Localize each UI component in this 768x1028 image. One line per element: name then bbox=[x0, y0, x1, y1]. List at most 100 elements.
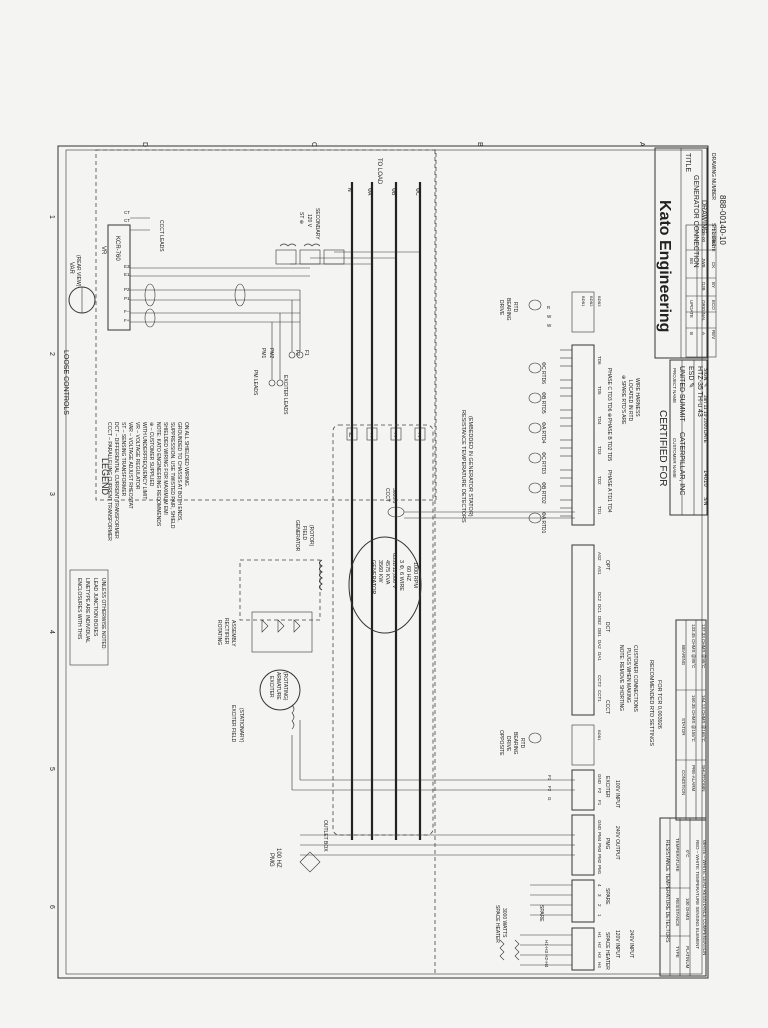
project-model: HTZ-35 TH-u 43 bbox=[696, 366, 703, 417]
zone-number-3: 3 bbox=[48, 492, 55, 496]
ct-terminal-boxes: CCT1 CCT2 CCCT DA1 DA2 DB1 DB2 DC1 DC2 D… bbox=[571, 544, 638, 716]
heater-element-1 bbox=[499, 939, 505, 961]
to-load-label: TO LOAD bbox=[376, 158, 382, 185]
vr-label: VR bbox=[100, 246, 106, 255]
wire-color-w2: W bbox=[547, 323, 552, 328]
gen-line-6: 60 HZ bbox=[405, 566, 411, 582]
spare-wire-label: SPARE bbox=[538, 905, 544, 922]
vr-term-ct2: CT bbox=[124, 210, 130, 215]
controls-area: LOOSE CONTROLS VAR (REAR VIEW) VR KCR-76… bbox=[62, 149, 437, 501]
h3: H3 bbox=[597, 952, 602, 958]
rev-col-eco: ECO bbox=[711, 300, 716, 310]
lead-phase-c: ΦC bbox=[414, 188, 420, 196]
rtd-type-table: RESISTANCE TEMPERATURE DETECTORS TYPE RE… bbox=[659, 817, 707, 977]
drive-bearing-line-3: RTD bbox=[512, 302, 518, 313]
bdb1-bottom: BDB1 bbox=[597, 730, 602, 741]
legend-item-9: SUPPRESSION. USE TWISTED PAIR, SHIELD bbox=[169, 422, 175, 529]
h1: H1 bbox=[597, 932, 602, 938]
pmg-icon bbox=[299, 851, 321, 873]
terminal-n: N bbox=[349, 433, 353, 439]
da2: DA2 bbox=[597, 640, 602, 649]
rtd-table-heading: RESISTANCE TEMPERATURE DETECTORS bbox=[664, 840, 670, 943]
zone-number-2: 2 bbox=[48, 352, 55, 356]
zone-letter-d: D bbox=[141, 142, 148, 147]
cct2: CCT2 bbox=[597, 675, 602, 687]
wire-color-markers: R W W bbox=[547, 305, 552, 328]
space-heater: SPACE HEATER 3000 WATTS H1-H3 H2-H4 bbox=[494, 905, 572, 968]
ccct-box-label: CCCT bbox=[604, 700, 610, 714]
vr-block bbox=[107, 224, 131, 331]
pmg-box-label: PMG bbox=[604, 838, 610, 850]
rev-col-date: DATE bbox=[711, 240, 716, 252]
generator-terminals: N 1 3 2 bbox=[346, 427, 426, 441]
exciter-pmg-boxes: GND F2 F1 EXCITER 100V INPUT F1 F2 G GND… bbox=[547, 769, 620, 876]
opposite-bearing-rtd: OPPOSITE DRIVE BEARING RTD BDB1 bbox=[498, 724, 602, 766]
spare-4: 4 bbox=[597, 884, 602, 887]
sn-label: S/N bbox=[702, 497, 708, 506]
bdb3-top: BDB3 bbox=[597, 296, 602, 307]
rev-col-rev: REV bbox=[711, 330, 716, 339]
heater-leads: H1-H3 H2-H4 bbox=[544, 940, 549, 968]
rtd-table-col-temperature: TEMPERATURE bbox=[675, 838, 680, 872]
gen-field-line-3: (ROTOR) bbox=[308, 525, 314, 547]
space-heater-line-2: 3000 WATTS bbox=[501, 908, 507, 938]
rtd-col-stator: STATOR bbox=[681, 718, 686, 736]
current-transformers: CCCT 3600:5 bbox=[384, 488, 575, 519]
vr-terminals: F+ F– P1 P2 E1 E3 CT CT bbox=[124, 210, 130, 323]
vr-model: KCR-760 bbox=[114, 236, 120, 261]
rtd-settings-sub: FOR TCR 0,003926 bbox=[656, 680, 662, 729]
pm-leads-label: PM LEADS bbox=[252, 370, 258, 396]
outlet-box-label: OUTLET BOX bbox=[322, 820, 328, 852]
opp-bearing-line-4: RTD bbox=[519, 738, 525, 749]
generator: GENERATOR 3560 KW 4575 KVA 6351/11,000 V… bbox=[348, 536, 422, 634]
spare-heater-boxes: 4 3 2 1 SPARE SPARE H1 H2 H3 H4 SPACE HE… bbox=[530, 879, 634, 971]
pm4: PM4 bbox=[597, 832, 602, 842]
lead-phase-b: ΦB bbox=[390, 188, 396, 196]
rev-date-a: 2-28-00 bbox=[711, 229, 716, 245]
ct-ccct-label: CCCT bbox=[384, 488, 390, 502]
spare-note-2: WIRE HARNESS bbox=[634, 378, 640, 417]
terminal-1: 1 bbox=[370, 433, 374, 439]
gen-line-5: 3 Φ, 6 WIRE bbox=[398, 560, 404, 591]
legend-item-1: DCT – DIFFERENTIAL CURRENT TRANSFORMER bbox=[113, 422, 119, 539]
loose-controls-boundary bbox=[95, 149, 437, 501]
customer-name: CATERPILLAR, INC bbox=[678, 432, 685, 495]
date-label: DATE bbox=[702, 430, 708, 444]
sheet-info: SH 1 OF 1 bbox=[710, 223, 716, 247]
rev-letter-a: A bbox=[701, 332, 706, 335]
loose-controls-label: LOOSE CONTROLS bbox=[62, 350, 69, 415]
rev-ck-a: JWB bbox=[701, 258, 706, 268]
drive-bearing-line-2: BEARING bbox=[505, 298, 511, 321]
project-name-2: ESD ✎ bbox=[687, 366, 694, 388]
rtd-sensors: ΦC RTD6 ΦB RTD5 ΦA RTD4 ΦC RTD3 ΦB RTD2 … bbox=[528, 362, 546, 534]
drawing-number-label: DRAWING NUMBER bbox=[710, 153, 716, 200]
zone-letter-b: B bbox=[476, 142, 483, 147]
dct-box-label: DCT bbox=[604, 622, 610, 632]
spare-note-1: LOCATED IN RTD bbox=[627, 380, 633, 422]
drawing-number: 888-00140-10 bbox=[718, 195, 727, 245]
certified-block: CERTIFIED FOR CUSTOMER NAME CATERPILLAR,… bbox=[657, 359, 708, 516]
vr-term-f-plus: F+ bbox=[124, 318, 130, 323]
spare-2: 2 bbox=[597, 904, 602, 907]
ct-ratio-label: 3600:5 bbox=[391, 488, 397, 504]
spare-note-0: ⊕ SPARE RTD'S ARE bbox=[620, 375, 626, 425]
rtd-settings-heading: RECOMMENDED RTD SETTINGS bbox=[648, 660, 654, 746]
certified-date: Jan 11 19 2000 bbox=[702, 395, 708, 429]
pmg-freq: 100 HZ bbox=[275, 848, 281, 868]
generator-field-coil bbox=[319, 559, 323, 591]
exc-arm-line-2: ARMATURE bbox=[275, 672, 281, 700]
rtd-label-1: ΦA RTD1 bbox=[540, 512, 546, 534]
zone-letter-a: A bbox=[638, 142, 645, 147]
td4: TD4 bbox=[597, 416, 602, 425]
rev-by-a: DJB bbox=[701, 282, 706, 291]
pmg-gnd: GND bbox=[597, 820, 602, 831]
zone-number-4: 4 bbox=[48, 630, 55, 634]
td5: TD5 bbox=[597, 386, 602, 395]
lead-tag-pm2: PM2 bbox=[268, 348, 274, 359]
rtd-col-condition: CONDITION bbox=[681, 770, 686, 795]
exc-wire-g: G bbox=[547, 797, 552, 801]
rtd-pre-alarm: PRE-ALARM bbox=[691, 765, 696, 792]
wire-color-w1: W bbox=[547, 314, 552, 319]
heater-input-240: 240V INPUT bbox=[628, 930, 634, 958]
